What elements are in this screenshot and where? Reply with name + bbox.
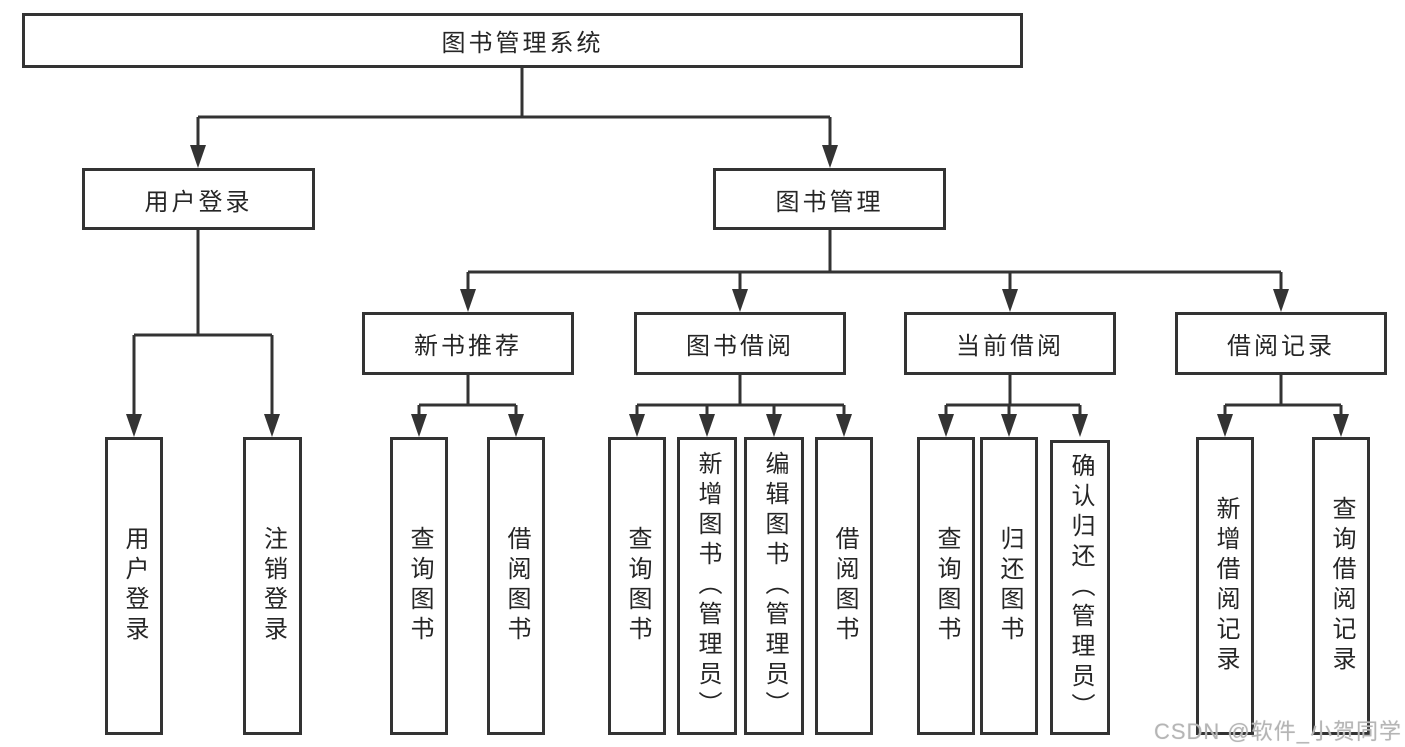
node-book-borrowing: 图书借阅 xyxy=(634,312,846,375)
arrowheads xyxy=(126,145,1349,437)
node-borrowing-records: 借阅记录 xyxy=(1175,312,1387,375)
node-user-login: 用户登录 xyxy=(82,168,315,230)
node-root-library-system: 图书管理系统 xyxy=(22,13,1023,68)
leaf-add-borrow-record: 新增借阅记录 xyxy=(1196,437,1254,735)
leaf-add-books-admin: 新增图书（管理员） xyxy=(677,437,737,735)
connector-records-to-leaves xyxy=(1223,375,1343,433)
connector-newbook-to-leaves xyxy=(417,375,518,433)
leaf-logout: 注销登录 xyxy=(243,437,302,735)
leaf-query-books-borrowing: 查询图书 xyxy=(608,437,666,735)
leaf-query-books-current: 查询图书 xyxy=(917,437,975,735)
leaf-confirm-return-admin: 确认归还（管理员） xyxy=(1050,440,1110,735)
node-new-book-recommend: 新书推荐 xyxy=(362,312,574,375)
connector-userlogin-to-leaves xyxy=(132,230,274,433)
connector-borrow-to-leaves xyxy=(635,375,846,433)
leaf-borrow-books-recommend: 借阅图书 xyxy=(487,437,545,735)
node-book-management: 图书管理 xyxy=(713,168,946,230)
leaf-return-books: 归还图书 xyxy=(980,437,1038,735)
csdn-watermark: CSDN @软件_小贺同学 xyxy=(1153,719,1402,744)
leaf-user-login: 用户登录 xyxy=(105,437,163,735)
connector-bookmgmt-to-groups xyxy=(466,230,1283,308)
leaf-query-books-recommend: 查询图书 xyxy=(390,437,448,735)
leaf-edit-books-admin: 编辑图书（管理员） xyxy=(744,437,804,735)
leaf-borrow-books-borrowing: 借阅图书 xyxy=(815,437,873,735)
leaf-query-borrow-record: 查询借阅记录 xyxy=(1312,437,1370,735)
node-current-borrowing: 当前借阅 xyxy=(904,312,1116,375)
connector-root-to-level2 xyxy=(196,68,832,164)
